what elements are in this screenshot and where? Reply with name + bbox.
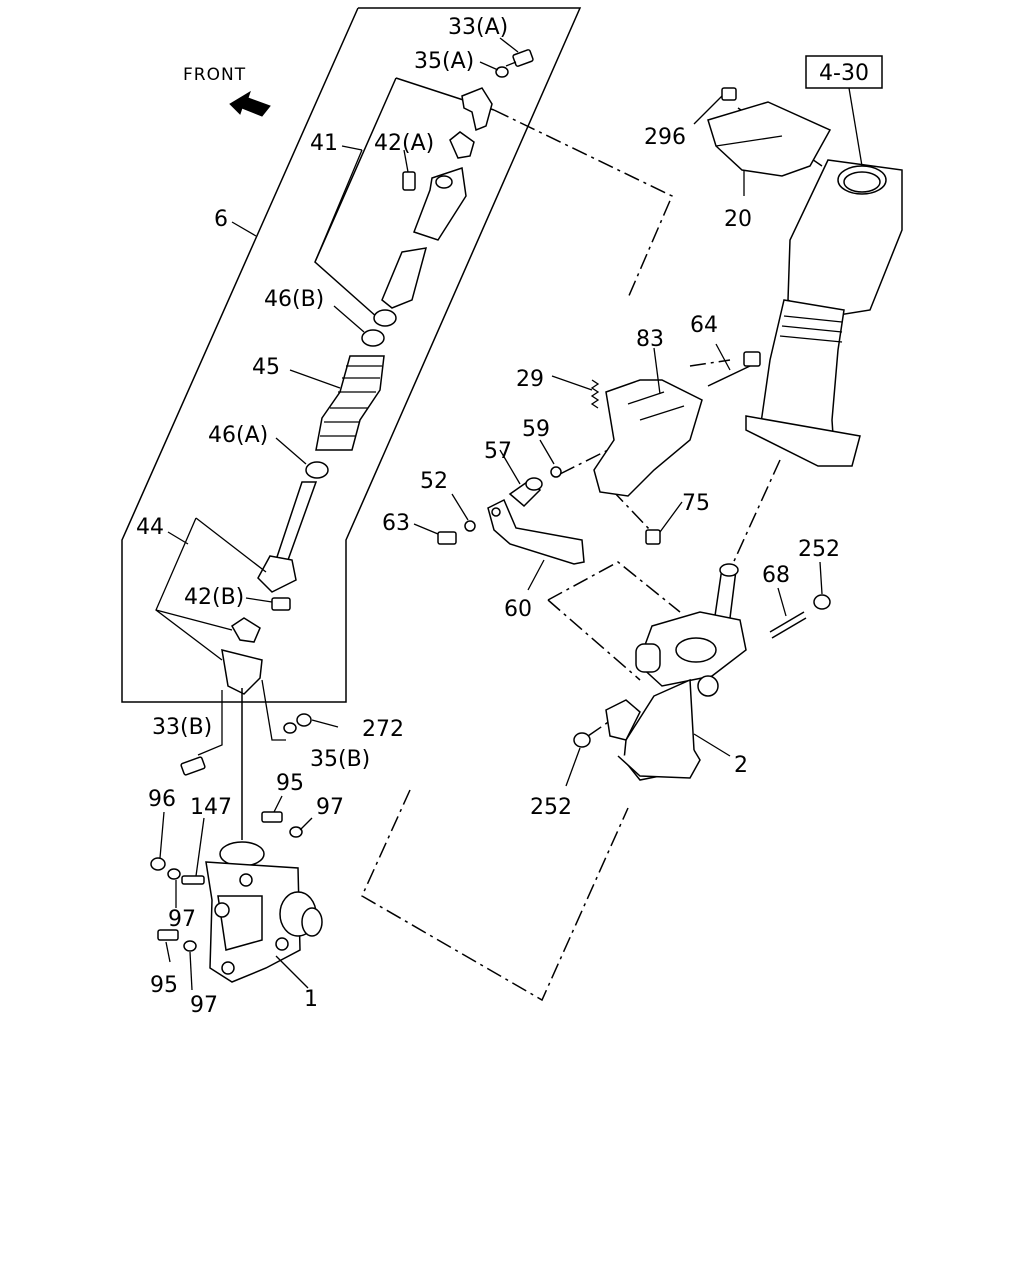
callout-296: 296 — [644, 125, 686, 150]
leader-lines-upper — [155, 37, 519, 661]
front-arrow-icon — [229, 90, 271, 117]
bolt-296-icon — [721, 87, 737, 101]
lower-tube-icon — [381, 247, 428, 309]
bolt-33a-icon — [505, 49, 534, 67]
callout-60: 60 — [504, 597, 532, 622]
callout-147: 147 — [190, 795, 232, 820]
callout-44: 44 — [136, 515, 164, 540]
callout-46b: 46(B) — [264, 287, 324, 312]
callout-75: 75 — [682, 491, 710, 516]
front-label: FRONT — [183, 65, 246, 85]
boot-45-icon — [315, 355, 385, 451]
dashed-assembly-outline — [361, 107, 823, 1002]
spline-shaft-44-icon — [257, 481, 318, 593]
washer-52-icon — [464, 520, 476, 532]
bushing-46a-icon — [305, 461, 329, 479]
bolt-95-upper-icon — [261, 811, 283, 823]
bushing-46b-icon — [361, 329, 385, 347]
stud-147-icon — [181, 875, 205, 885]
callout-97-bottom: 97 — [190, 993, 218, 1018]
washer-97-lower-icon — [183, 940, 197, 952]
bolt-95-lower-icon — [157, 929, 179, 941]
callout-2: 2 — [734, 753, 748, 778]
nut-252-lower-icon — [573, 732, 591, 748]
callout-42a: 42(A) — [374, 131, 434, 156]
callout-97-mid: 97 — [168, 907, 196, 932]
callout-95-top: 95 — [276, 771, 304, 796]
stud-68-icon — [769, 611, 807, 639]
bolt-63-icon — [437, 531, 457, 545]
nut-252-upper-icon — [813, 594, 831, 610]
callout-97-top: 97 — [316, 795, 344, 820]
leader-lines-right — [413, 81, 863, 591]
leader-lines-housing — [159, 795, 313, 991]
washer-59-icon — [550, 466, 562, 478]
callout-63: 63 — [382, 511, 410, 536]
front-direction-indicator: FRONT — [183, 65, 271, 117]
steering-column-2-icon — [605, 563, 747, 781]
ring-icon — [373, 309, 397, 327]
cover-20-icon — [707, 101, 832, 177]
callout-252-top: 252 — [798, 537, 840, 562]
upper-shaft-parts — [221, 49, 534, 695]
bolt-64-icon — [707, 351, 761, 387]
bolt-42a-icon — [402, 171, 416, 191]
callout-33b: 33(B) — [152, 715, 212, 740]
callout-45: 45 — [252, 355, 280, 380]
yoke-lower-icon — [221, 648, 263, 695]
callout-41: 41 — [310, 131, 338, 156]
upper-tube-icon — [413, 167, 467, 241]
washer-35a-icon — [495, 66, 509, 78]
callout-52: 52 — [420, 469, 448, 494]
callout-1: 1 — [304, 987, 318, 1012]
reference-box-label: 4-30 — [819, 61, 869, 86]
cross-joint-upper-icon — [449, 131, 475, 159]
yoke-upper-icon — [461, 87, 493, 132]
callout-252-bottom: 252 — [530, 795, 572, 820]
washer-35b-icon — [283, 722, 297, 734]
callout-29: 29 — [516, 367, 544, 392]
callout-96: 96 — [148, 787, 176, 812]
callout-6: 6 — [214, 207, 228, 232]
bolt-42b-icon — [271, 597, 291, 611]
callout-33a: 33(A) — [448, 15, 508, 40]
callout-95-bottom: 95 — [150, 973, 178, 998]
column-shroud-icon — [745, 159, 903, 467]
callout-57: 57 — [484, 439, 512, 464]
gear-housing-1-icon — [205, 841, 323, 983]
nut-272-icon — [296, 713, 312, 727]
callout-46a: 46(A) — [208, 423, 268, 448]
leader-lines-column — [565, 561, 823, 787]
callout-83: 83 — [636, 327, 664, 352]
bushing-57-icon — [508, 477, 543, 508]
washer-97-mid-icon — [167, 868, 181, 880]
bracket-83-icon — [593, 379, 703, 497]
lever-60-icon — [487, 498, 585, 565]
spring-29-icon — [590, 379, 600, 409]
callout-20: 20 — [724, 207, 752, 232]
callout-42b: 42(B) — [184, 585, 244, 610]
housing-fasteners — [150, 811, 303, 952]
bolt-33b-icon — [180, 756, 206, 776]
callout-68: 68 — [762, 563, 790, 588]
callout-35b: 35(B) — [310, 747, 370, 772]
nut-96-icon — [150, 857, 166, 871]
callout-35a: 35(A) — [414, 49, 474, 74]
callout-64: 64 — [690, 313, 718, 338]
washer-97-upper-icon — [289, 826, 303, 838]
bolt-75-icon — [645, 529, 661, 545]
callout-59: 59 — [522, 417, 550, 442]
cross-joint-lower-icon — [231, 617, 261, 643]
connection-lines — [197, 679, 339, 840]
callout-272: 272 — [362, 717, 404, 742]
reference-box-4-30: 4-30 — [805, 55, 883, 89]
callout-labels: 33(A) 35(A) 41 42(A) 6 46(B) 45 46(A) 44… — [136, 15, 840, 1018]
